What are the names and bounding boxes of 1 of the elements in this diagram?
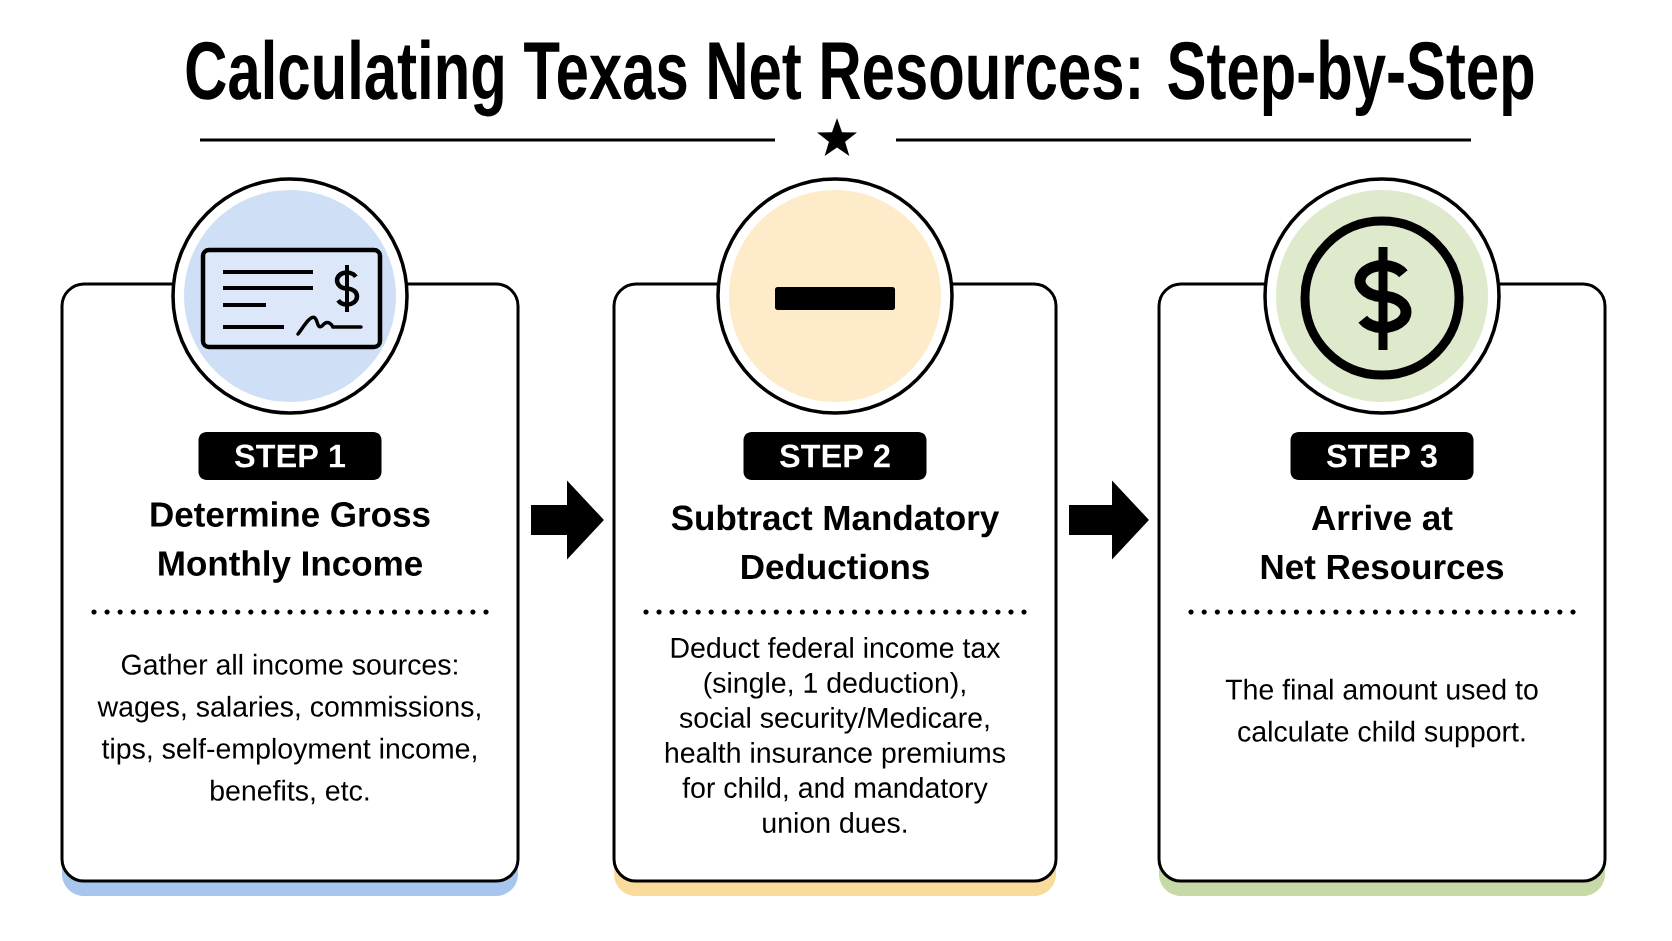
title: Calculating Texas Net Resources: Step-by-Step <box>186 39 1534 117</box>
